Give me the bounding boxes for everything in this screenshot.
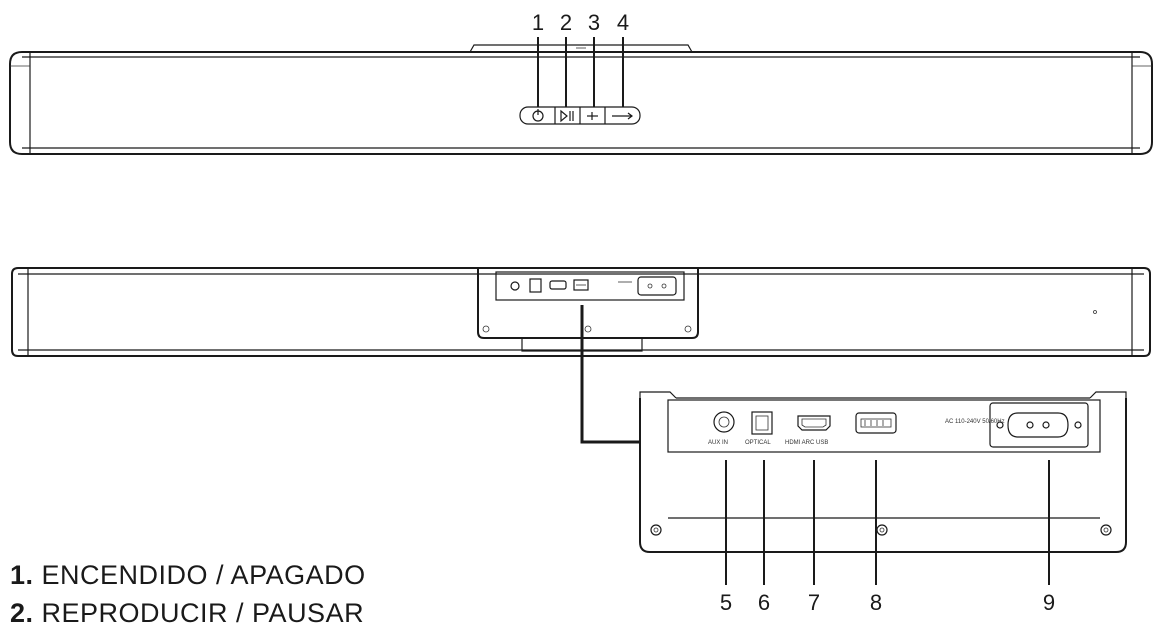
callout-3: 3 — [588, 10, 600, 35]
legend-item-power: 1. ENCENDIDO / APAGADO — [10, 560, 366, 591]
soundbar-rear-view — [11, 267, 1151, 444]
legend-text: REPRODUCIR / PAUSAR — [33, 598, 365, 628]
callout-5: 5 — [720, 590, 732, 615]
panel-screws — [650, 524, 1112, 536]
hdmi-usb-label: HDMI ARC USB — [785, 440, 828, 446]
aux-label: AUX IN — [708, 440, 728, 446]
legend-item-play-pause: 2. REPRODUCIR / PAUSAR — [10, 598, 364, 629]
aux-in-port — [713, 411, 735, 433]
callout-7: 7 — [808, 590, 820, 615]
bluetooth-icon — [587, 112, 598, 120]
bottom-callouts: 5 6 7 8 9 — [720, 460, 1055, 615]
hdmi-arc-port — [797, 415, 831, 431]
top-callouts: 1 2 3 4 — [532, 10, 629, 107]
callout-1: 1 — [532, 10, 544, 35]
source-icon — [612, 112, 633, 120]
callout-8: 8 — [870, 590, 882, 615]
callout-2: 2 — [560, 10, 572, 35]
callout-9: 9 — [1043, 590, 1055, 615]
legend-text: ENCENDIDO / APAGADO — [33, 560, 366, 590]
play-pause-icon — [560, 109, 574, 123]
soundbar-top-view: 1 2 3 4 — [9, 10, 1153, 155]
usb-port — [855, 412, 897, 434]
enlarged-port-panel: AUX IN OPTICAL HDMI ARC USB AC 110-240V … — [639, 391, 1127, 615]
optical-label: OPTICAL — [745, 440, 771, 446]
callout-6: 6 — [758, 590, 770, 615]
legend-number: 1. — [10, 560, 34, 590]
power-rating-label: AC 110-240V 50/60Hz — [945, 419, 1005, 425]
control-buttons — [519, 106, 641, 125]
power-inlet — [989, 402, 1089, 448]
legend-number: 2. — [10, 598, 34, 628]
rear-port-panel-small — [477, 268, 699, 352]
optical-port — [751, 411, 773, 435]
callout-4: 4 — [617, 10, 629, 35]
power-icon — [532, 109, 544, 122]
